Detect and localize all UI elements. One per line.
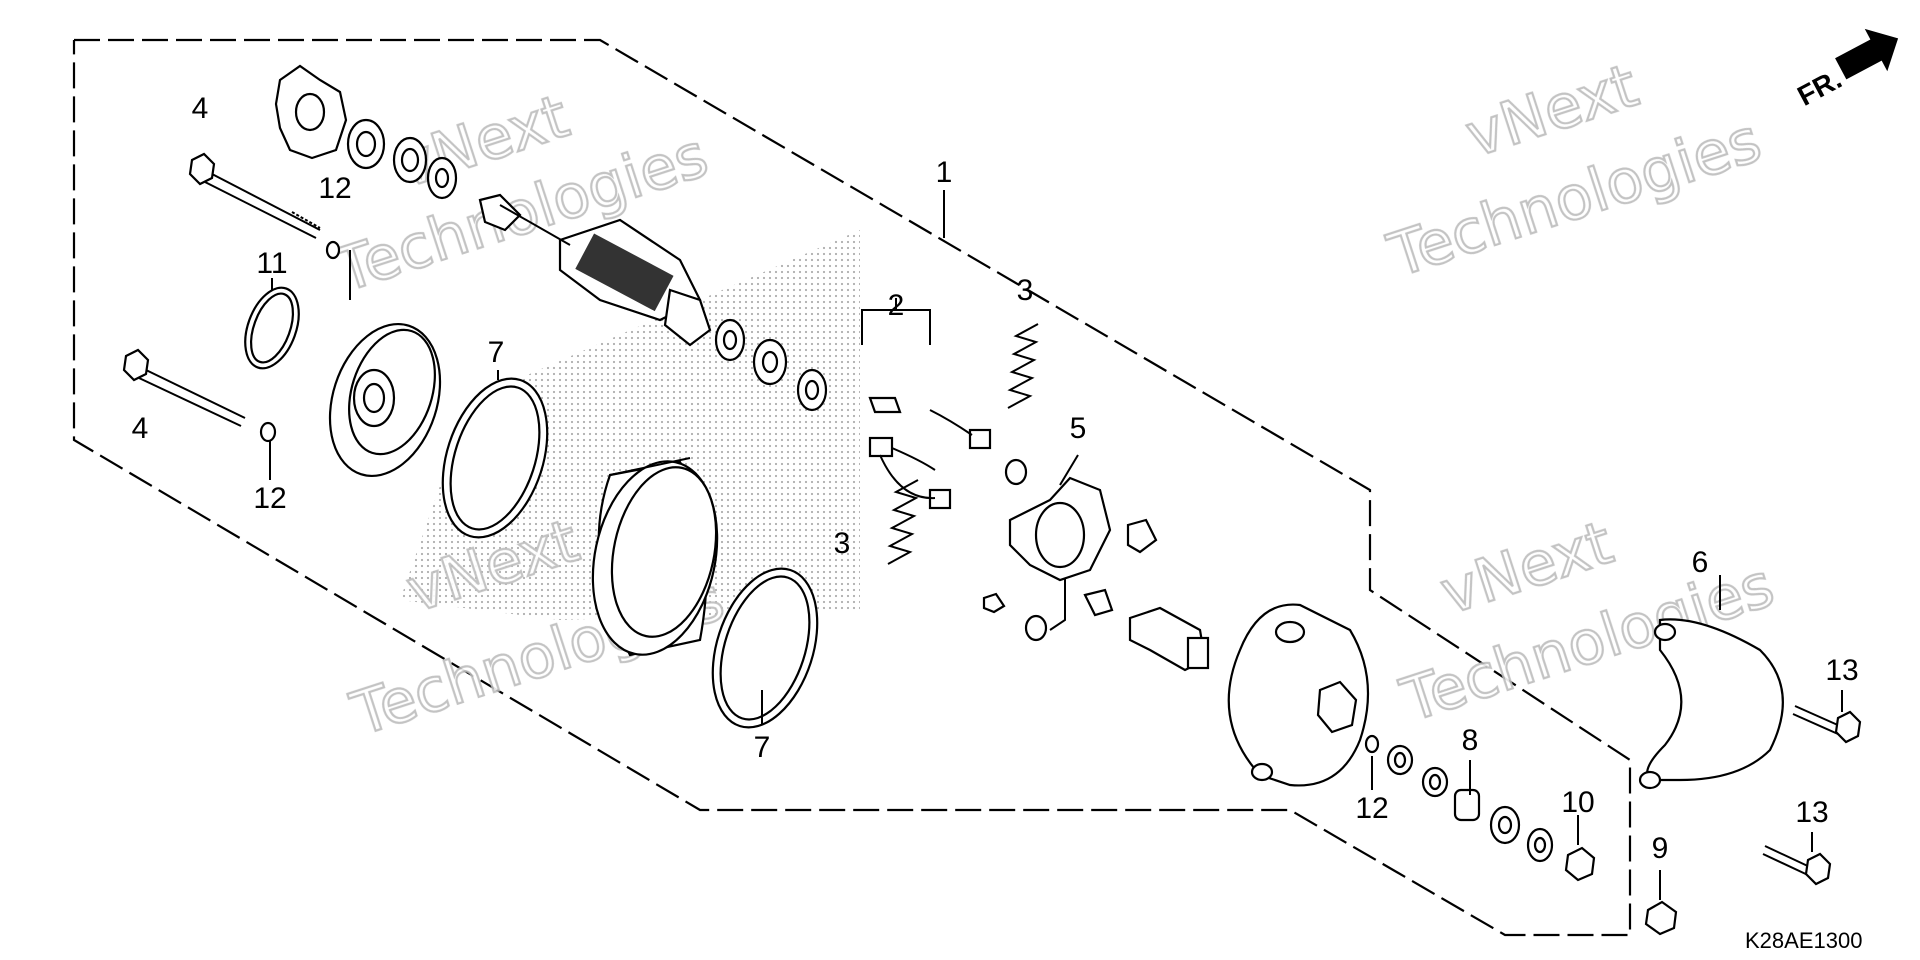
terminal [1128,606,1210,672]
callout-2: 2 [888,289,905,322]
callout-11: 11 [256,247,287,280]
assembly-outline [72,38,1632,937]
brush-holder-part-5 [982,458,1158,642]
front-label: FR. [1792,63,1846,112]
callout-9: 9 [1652,832,1669,865]
callout-13: 13 [1795,796,1828,829]
callout-1: 1 [936,156,953,189]
spring-part-3 [887,323,1039,565]
front-direction-arrow: FR. [1792,28,1899,112]
callout-6: 6 [1692,546,1709,579]
callout-13: 13 [1825,654,1858,687]
washer-part-12 [259,240,1380,754]
bolt-part-13 [1762,705,1862,886]
callout-10: 10 [1561,786,1594,819]
o-ring-part-7 [441,377,819,729]
yoke-housing [591,457,719,657]
leader-lines [269,190,1843,900]
callout-7: 7 [754,731,771,764]
callout-8: 8 [1462,724,1479,757]
brush-part-2 [868,396,992,510]
cover-part-6 [1638,618,1784,790]
callout-3: 3 [1017,274,1034,307]
armature-washers [714,318,828,412]
lock-plate [274,64,458,200]
bolt-part-4-upper [188,152,321,239]
stipple-shading [400,230,860,620]
callout-7: 7 [488,336,505,369]
callout-labels: 1 2 3 3 4 4 5 6 7 7 8 9 10 11 12 12 12 1… [132,92,1859,865]
callout-12: 12 [1355,792,1388,825]
rear-hardware [1386,744,1596,882]
front-cover [328,322,442,478]
callout-5: 5 [1070,412,1087,445]
callout-4: 4 [192,92,209,125]
callout-12: 12 [253,482,286,515]
nut-part-9 [1644,900,1678,936]
bolt-part-4-lower [122,348,246,427]
arrow-icon [1835,28,1899,80]
armature [478,193,712,347]
rear-cover [1227,603,1370,787]
o-ring-part-11 [244,286,300,370]
drawing-code: K28AE1300 [1745,928,1862,953]
callout-12: 12 [318,172,351,205]
callout-3: 3 [834,527,851,560]
callout-4: 4 [132,412,149,445]
